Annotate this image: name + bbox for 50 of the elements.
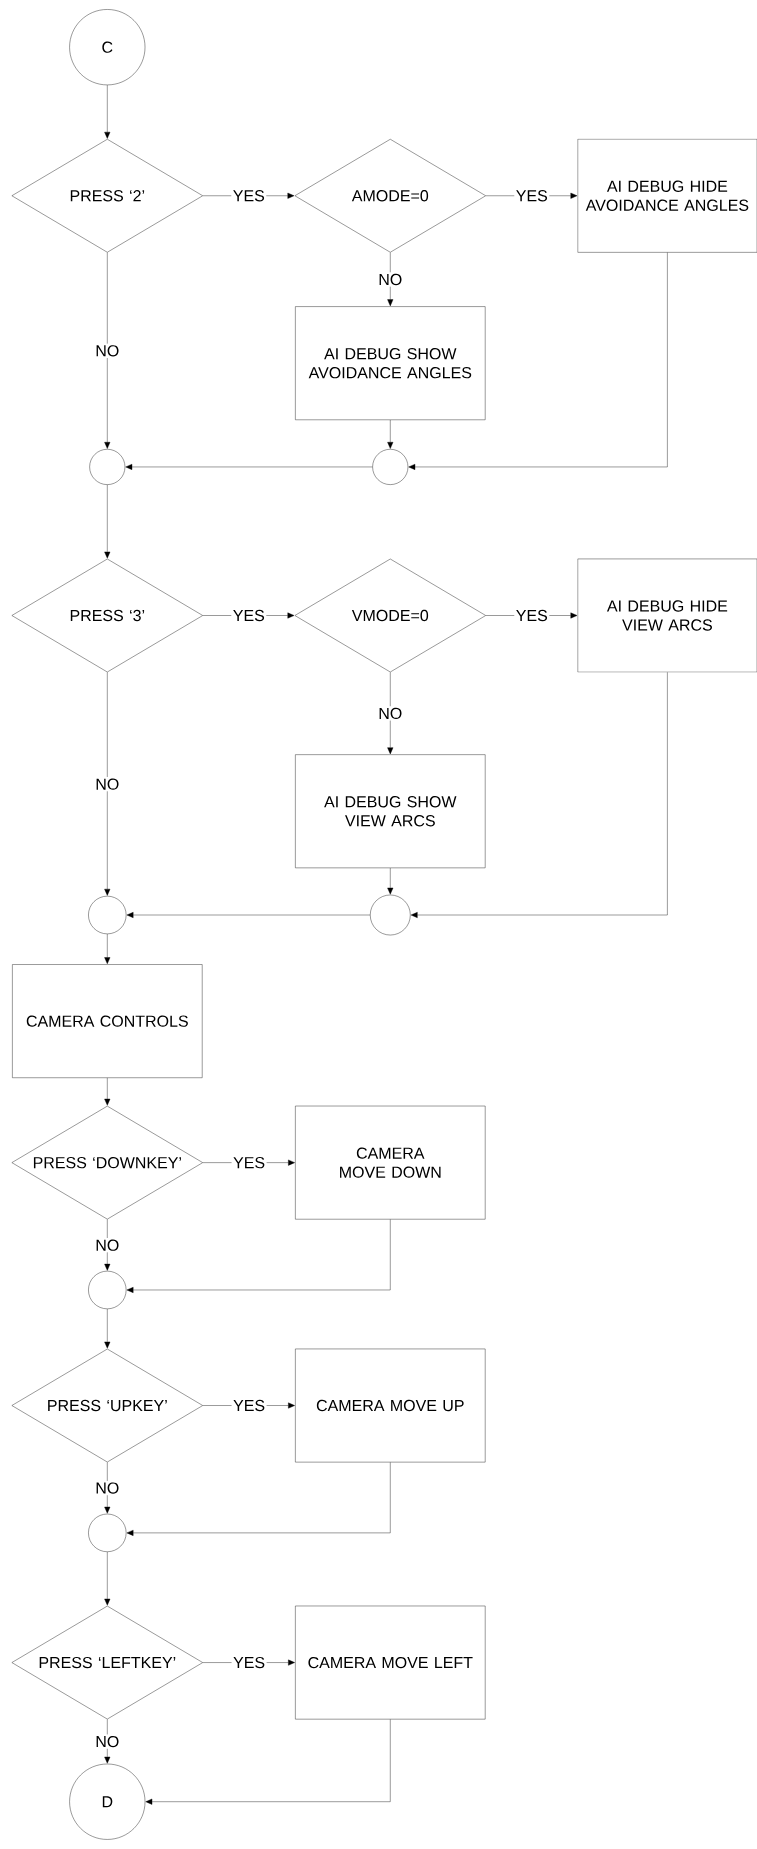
arrow	[387, 672, 394, 755]
process-box: CAMERA MOVE LEFT	[295, 1605, 486, 1720]
arrow	[104, 484, 111, 559]
arrow	[145, 1719, 391, 1805]
junction-circle	[88, 1270, 127, 1310]
edge-label: NO	[376, 272, 404, 287]
edge-label: YES	[231, 1655, 267, 1670]
junction-circle	[372, 449, 409, 485]
edge-label: NO	[93, 343, 121, 358]
edge-label: YES	[231, 1398, 267, 1413]
process-box: AI DEBUG HIDE AVOIDANCE ANGLES	[577, 138, 757, 253]
arrow	[387, 252, 394, 307]
junction-circle	[88, 1513, 127, 1552]
junction-circle	[88, 895, 127, 935]
edge-label: NO	[93, 1480, 121, 1496]
process-box: AI DEBUG SHOW AVOIDANCE ANGLES	[295, 306, 486, 420]
edge-label: NO	[93, 776, 121, 792]
edge-label: YES	[231, 188, 267, 203]
junction-circle	[89, 449, 126, 485]
arrow	[104, 1462, 111, 1514]
arrow	[104, 1719, 111, 1764]
process-box: CAMERA MOVE DOWN	[295, 1105, 486, 1220]
arrow	[104, 84, 111, 139]
arrow	[410, 672, 668, 918]
arrow	[126, 1219, 391, 1293]
edge-label: NO	[93, 1238, 121, 1253]
edge-label: NO	[376, 706, 404, 721]
process-box: CAMERA CONTROLS	[12, 964, 203, 1078]
arrow	[104, 252, 111, 449]
edge-label: YES	[231, 608, 267, 623]
arrow	[104, 933, 111, 965]
edge-label: YES	[514, 188, 550, 203]
edge-label: YES	[231, 1155, 267, 1170]
arrow	[104, 1308, 111, 1349]
arrow	[104, 1077, 111, 1106]
edge-label: YES	[514, 608, 550, 623]
arrow	[126, 1462, 391, 1536]
arrow	[104, 1219, 111, 1271]
arrow	[104, 1551, 111, 1606]
junction-circle	[370, 894, 411, 936]
edge-label: NO	[93, 1734, 121, 1749]
arrow	[408, 252, 668, 470]
arrow	[104, 672, 111, 896]
arrow	[125, 464, 373, 470]
process-box: CAMERA MOVE UP	[295, 1348, 486, 1463]
arrow	[387, 867, 394, 895]
process-box: AI DEBUG SHOW VIEW ARCS	[295, 754, 486, 869]
arrow	[387, 419, 394, 449]
arrow	[126, 912, 371, 918]
process-box: AI DEBUG HIDE VIEW ARCS	[577, 558, 757, 673]
